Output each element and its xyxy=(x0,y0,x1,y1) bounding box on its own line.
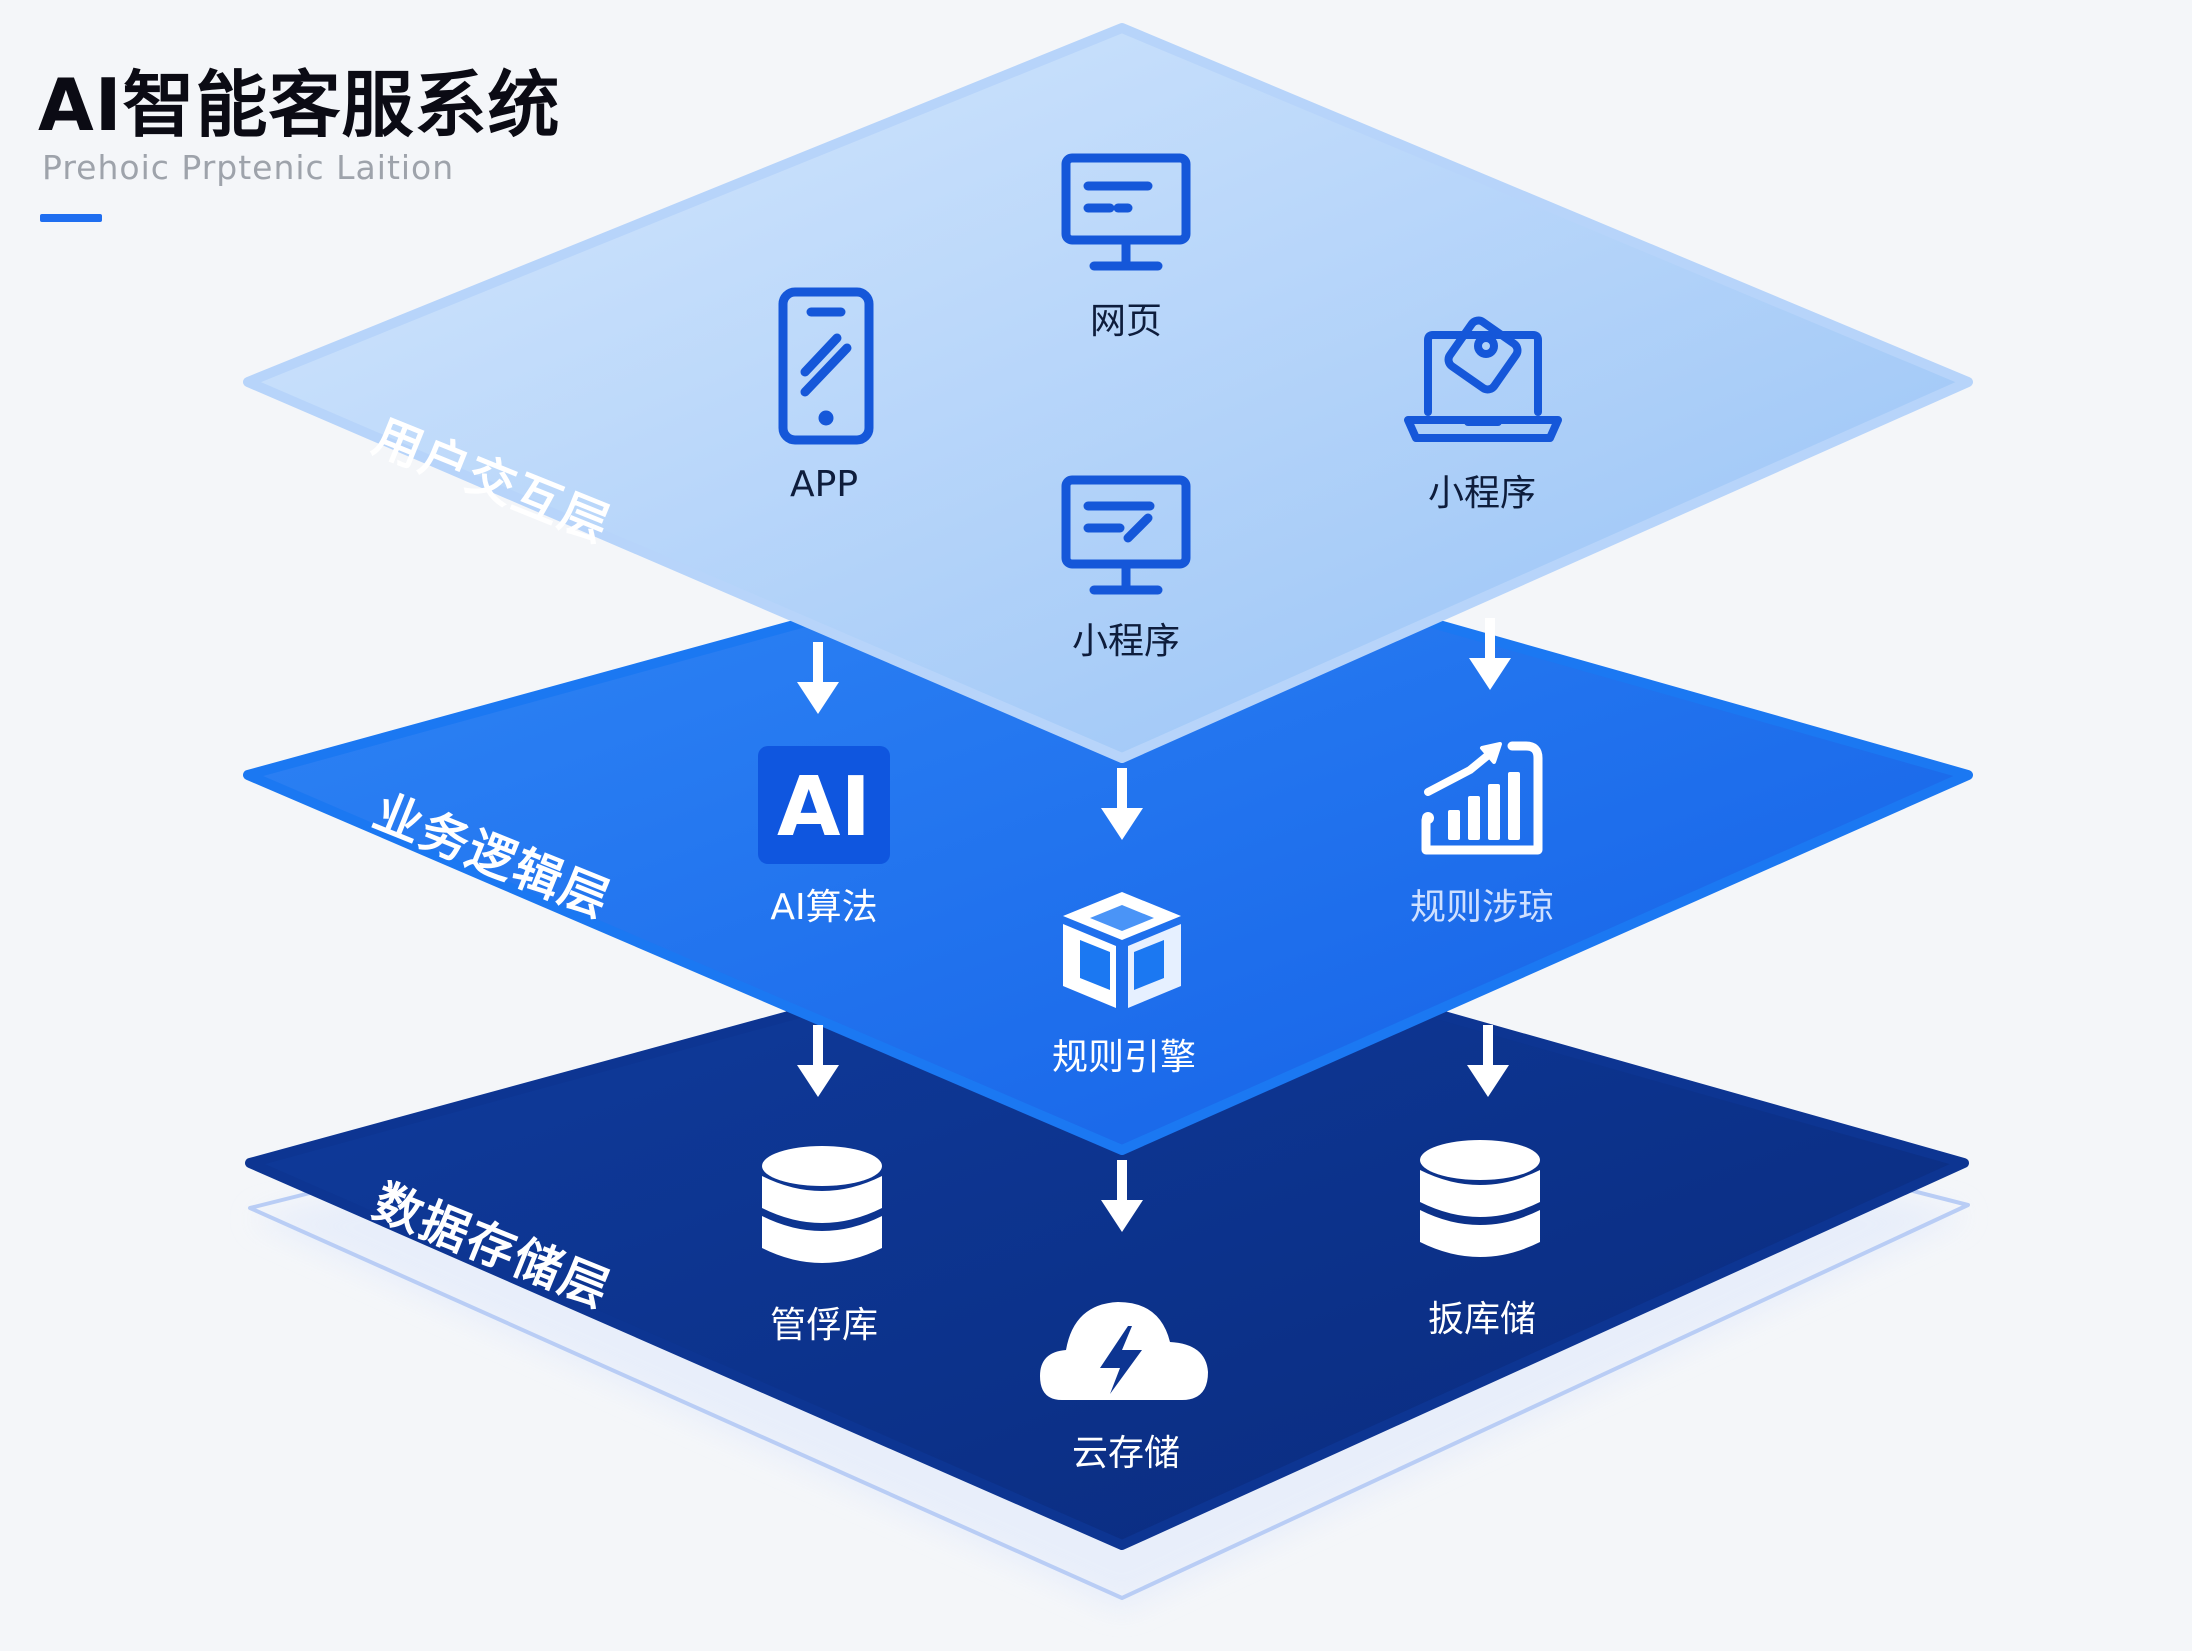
arrow-app-to-ai xyxy=(797,642,839,714)
interaction-layer-plate xyxy=(243,23,1973,763)
node-label-miniprogram-center: 小程序 xyxy=(1071,621,1181,662)
ai-badge-icon: AI xyxy=(758,746,890,864)
laptop-miniprogram-icon xyxy=(1404,316,1562,442)
cube-engine-icon xyxy=(1063,892,1181,1008)
node-label-db-right: 扳库储 xyxy=(1427,1299,1537,1340)
arrow-engine-to-cloud xyxy=(1101,1160,1143,1232)
node-label-cloud-storage: 云存储 xyxy=(1071,1433,1181,1474)
desktop-monitor-icon xyxy=(1061,475,1191,595)
mobile-phone-icon xyxy=(778,287,874,445)
arrow-to-engine xyxy=(1101,768,1143,840)
node-label-miniprogram-right: 小程序 xyxy=(1427,473,1537,514)
node-label-app: APP xyxy=(789,464,859,505)
node-label-ai-algorithm: AI算法 xyxy=(770,887,878,928)
node-label-web: 网页 xyxy=(1089,301,1163,342)
arrow-ai-to-db-left xyxy=(797,1025,839,1097)
ai-badge-text: AI xyxy=(777,760,871,855)
node-label-rules: 规则涉琼 xyxy=(1409,887,1555,928)
logic-layer-plate xyxy=(243,530,1973,1155)
page-title: AI智能客服系统 xyxy=(38,63,561,147)
arrow-mini-to-rules xyxy=(1469,618,1511,690)
node-label-db-left: 管俘库 xyxy=(769,1305,879,1346)
analytics-chart-icon xyxy=(1421,741,1543,855)
page-subtitle: Prehoic Prptenic Laition xyxy=(42,148,455,187)
title-accent-bar xyxy=(40,214,102,222)
database-right-icon xyxy=(1420,1140,1540,1257)
node-label-rule-engine: 规则引擎 xyxy=(1051,1037,1197,1078)
web-monitor-icon xyxy=(1061,153,1191,271)
database-left-icon xyxy=(762,1146,882,1263)
cloud-storage-icon xyxy=(1040,1302,1208,1400)
arrow-rules-to-db-right xyxy=(1467,1025,1509,1097)
storage-layer-plate xyxy=(245,920,1969,1550)
